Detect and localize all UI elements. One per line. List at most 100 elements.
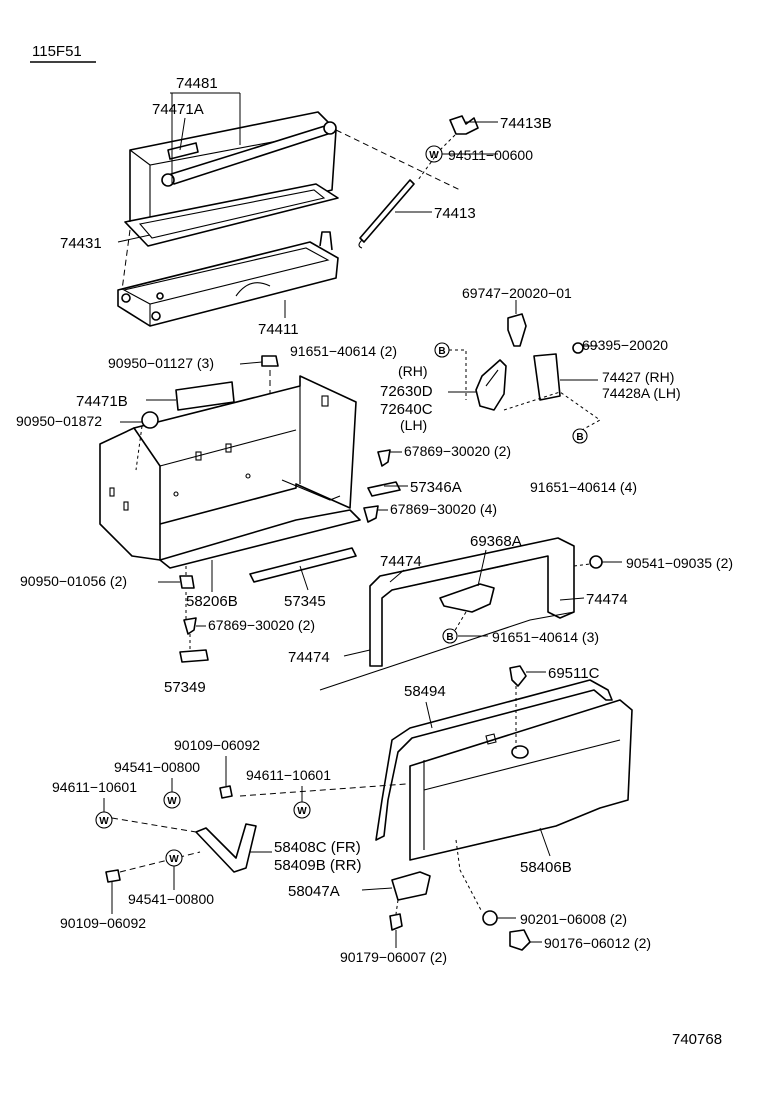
carrier-inner-edge bbox=[159, 429, 297, 467]
label-67869-30020-4: 67869−30020 (4) bbox=[390, 501, 497, 517]
lid-hinge-end-left bbox=[161, 173, 175, 187]
weatherstrip-inner bbox=[391, 555, 549, 591]
carrier-hole-1 bbox=[195, 451, 202, 461]
lid-assembly bbox=[129, 111, 337, 233]
label-plate-74471a bbox=[167, 142, 199, 160]
carrier-floor bbox=[159, 509, 361, 569]
bolt-badge-c-text: B bbox=[446, 632, 453, 643]
clip-69395 bbox=[572, 342, 584, 354]
dash-seal-left bbox=[121, 229, 131, 291]
body-edge-line bbox=[319, 611, 575, 691]
leader-58494 bbox=[425, 701, 433, 729]
label-91651-40614-2: 91651−40614 (2) bbox=[290, 343, 397, 359]
clip-69511c bbox=[509, 665, 527, 687]
leader-74474-a bbox=[389, 569, 405, 583]
label-58047a: 58047A bbox=[288, 883, 340, 900]
dash-striker bbox=[455, 839, 483, 913]
leader-74474-c bbox=[343, 649, 371, 657]
carrier-dot-1 bbox=[173, 491, 179, 497]
label-90109-06092-b: 90109−06092 bbox=[60, 915, 146, 931]
dash-latch-down bbox=[453, 611, 467, 633]
label-74413b: 74413B bbox=[500, 115, 552, 132]
bolt-90109-b bbox=[105, 869, 121, 883]
label-94611-10601-b: 94611−10601 bbox=[246, 767, 331, 783]
nut-90176 bbox=[509, 929, 531, 951]
label-74474-a: 74474 bbox=[380, 553, 422, 570]
label-58494: 58494 bbox=[404, 683, 446, 700]
dash-91651-a bbox=[449, 349, 467, 400]
dash-hinge-to-door bbox=[239, 783, 407, 797]
carrier-strip bbox=[281, 479, 341, 501]
washer-badge-94541-b-text: W bbox=[169, 854, 179, 865]
battery-tray bbox=[117, 231, 339, 327]
label-58408c-fr: 58408C (FR) bbox=[274, 839, 361, 856]
bolt-badge-91651-c bbox=[442, 628, 458, 644]
dash-hinge-left bbox=[111, 817, 197, 833]
label-lh: (LH) bbox=[400, 417, 427, 433]
bolt-badge-b-text: B bbox=[576, 432, 583, 443]
label-57346a: 57346A bbox=[410, 479, 462, 496]
label-58206b: 58206B bbox=[186, 593, 238, 610]
door-weatherstrip bbox=[319, 537, 575, 691]
striker-plate bbox=[533, 353, 561, 401]
washer-badge-94611-b-text: W bbox=[297, 806, 307, 817]
label-74474-b: 74474 bbox=[586, 591, 628, 608]
dash-90541 bbox=[573, 563, 591, 567]
label-58406b: 58406B bbox=[520, 859, 572, 876]
clip-67869-c bbox=[183, 617, 197, 635]
carrier-hole-3 bbox=[109, 487, 115, 497]
label-94541-00800-b: 94541−00800 bbox=[128, 891, 214, 907]
leader-74471a bbox=[179, 117, 186, 151]
label-74481: 74481 bbox=[176, 75, 218, 92]
carrier-back-wall bbox=[133, 375, 357, 525]
label-57349: 57349 bbox=[164, 679, 206, 696]
hold-down-rod bbox=[359, 179, 415, 243]
strap-57345 bbox=[249, 547, 357, 583]
tray-hole-left bbox=[121, 293, 131, 303]
washer-badge-94611-a-text: W bbox=[99, 816, 109, 827]
label-91651-40614-3: 91651−40614 (3) bbox=[492, 629, 599, 645]
lock-latch bbox=[475, 359, 507, 411]
tray-body bbox=[117, 241, 339, 327]
leader-90950-01127 bbox=[239, 361, 263, 365]
washer-badge-94541-a-text: W bbox=[167, 796, 177, 807]
lid-seal-inner bbox=[138, 189, 326, 239]
label-94511-00600: 94511−00600 bbox=[448, 147, 533, 163]
carrier-hole-4 bbox=[123, 501, 129, 511]
label-90541-09035: 90541−09035 (2) bbox=[626, 555, 733, 571]
wing-nut-shape bbox=[449, 115, 479, 135]
label-72640c: 72640C bbox=[380, 401, 433, 418]
label-72630d: 72630D bbox=[380, 383, 433, 400]
dash-hinge-lower bbox=[119, 851, 201, 873]
label-90201-06008: 90201−06008 (2) bbox=[520, 911, 627, 927]
bracket-74471b bbox=[175, 381, 235, 411]
striker-58047a bbox=[391, 871, 431, 901]
label-91651-40614-4: 91651−40614 (4) bbox=[530, 479, 637, 495]
leader-58047a bbox=[361, 887, 393, 891]
leader-57345 bbox=[299, 565, 309, 591]
dash-nut-to-rod bbox=[417, 134, 456, 181]
rod-hook bbox=[358, 239, 363, 249]
door-panel bbox=[409, 699, 633, 861]
door-slot bbox=[485, 733, 497, 745]
door-assembly bbox=[375, 679, 633, 861]
nut-90201 bbox=[482, 910, 498, 926]
hinge-arm-58408c bbox=[195, 823, 257, 873]
bolt-90950-01127 bbox=[261, 355, 279, 367]
label-69511c: 69511C bbox=[548, 665, 600, 682]
label-90950-01056: 90950−01056 (2) bbox=[20, 573, 127, 589]
bolt-badge-a-text: B bbox=[438, 346, 445, 357]
label-74428a-lh: 74428A (LH) bbox=[602, 385, 681, 401]
tray-hole-front bbox=[151, 311, 161, 321]
dash-90179 bbox=[395, 899, 399, 915]
tray-hole-mid bbox=[156, 292, 164, 300]
tray-handle bbox=[235, 282, 271, 297]
door-crease bbox=[423, 739, 621, 791]
carrier-hole-2 bbox=[225, 443, 232, 453]
leader-74481 bbox=[170, 92, 241, 185]
label-57345: 57345 bbox=[284, 593, 326, 610]
bolt-90950-01056 bbox=[179, 575, 195, 589]
label-90109-06092-a: 90109−06092 bbox=[174, 737, 260, 753]
